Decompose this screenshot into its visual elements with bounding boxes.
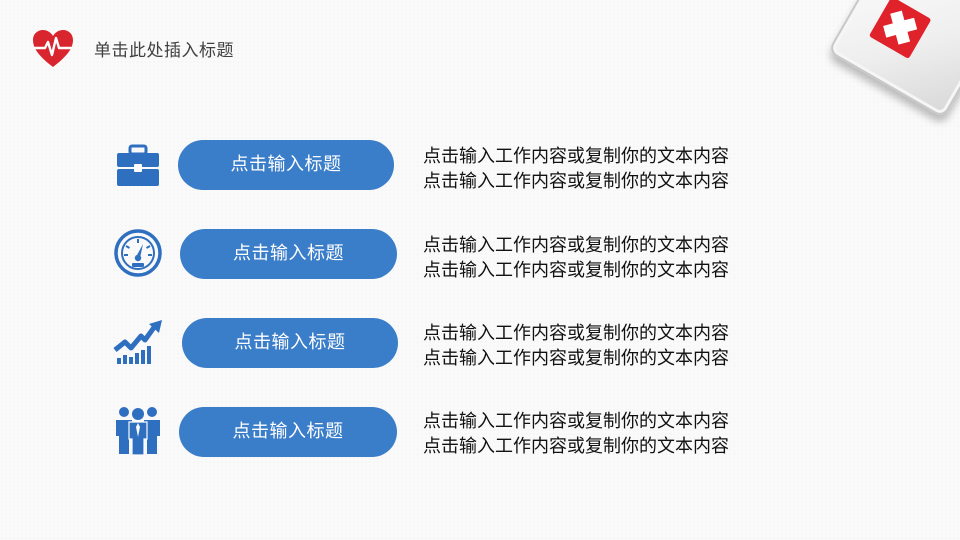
description-line: 点击输入工作内容或复制你的文本内容 — [423, 171, 729, 192]
description-line: 点击输入工作内容或复制你的文本内容 — [423, 260, 729, 281]
growth-chart-icon — [113, 320, 162, 364]
briefcase-icon — [117, 144, 159, 186]
description-line: 点击输入工作内容或复制你的文本内容 — [423, 348, 729, 369]
row-title-button[interactable]: 点击输入标题 — [178, 140, 394, 190]
content-row: 点击输入标题 点击输入工作内容或复制你的文本内容 点击输入工作内容或复制你的文本… — [0, 316, 960, 376]
row-title-button[interactable]: 点击输入标题 — [179, 407, 397, 457]
medical-cross-icon — [869, 0, 931, 58]
description-line: 点击输入工作内容或复制你的文本内容 — [423, 411, 729, 432]
row-title-button[interactable]: 点击输入标题 — [182, 318, 398, 368]
content-row: 点击输入标题 点击输入工作内容或复制你的文本内容 点击输入工作内容或复制你的文本… — [0, 227, 960, 287]
content-row: 点击输入标题 点击输入工作内容或复制你的文本内容 点击输入工作内容或复制你的文本… — [0, 405, 960, 465]
page-title[interactable]: 单击此处插入标题 — [94, 41, 234, 61]
row-title-button[interactable]: 点击输入标题 — [180, 229, 397, 279]
description-line: 点击输入工作内容或复制你的文本内容 — [423, 146, 729, 167]
description-line: 点击输入工作内容或复制你的文本内容 — [423, 235, 729, 256]
row-description[interactable]: 点击输入工作内容或复制你的文本内容 点击输入工作内容或复制你的文本内容 — [423, 233, 803, 283]
row-description[interactable]: 点击输入工作内容或复制你的文本内容 点击输入工作内容或复制你的文本内容 — [423, 409, 803, 459]
first-aid-kit-icon — [827, 0, 960, 119]
row-description[interactable]: 点击输入工作内容或复制你的文本内容 点击输入工作内容或复制你的文本内容 — [423, 144, 803, 194]
team-icon — [116, 407, 160, 455]
description-line: 点击输入工作内容或复制你的文本内容 — [423, 323, 729, 344]
speedometer-icon — [114, 229, 162, 277]
heart-pulse-icon — [33, 30, 73, 67]
content-row: 点击输入标题 点击输入工作内容或复制你的文本内容 点击输入工作内容或复制你的文本… — [0, 138, 960, 198]
description-line: 点击输入工作内容或复制你的文本内容 — [423, 436, 729, 457]
row-description[interactable]: 点击输入工作内容或复制你的文本内容 点击输入工作内容或复制你的文本内容 — [423, 321, 803, 371]
